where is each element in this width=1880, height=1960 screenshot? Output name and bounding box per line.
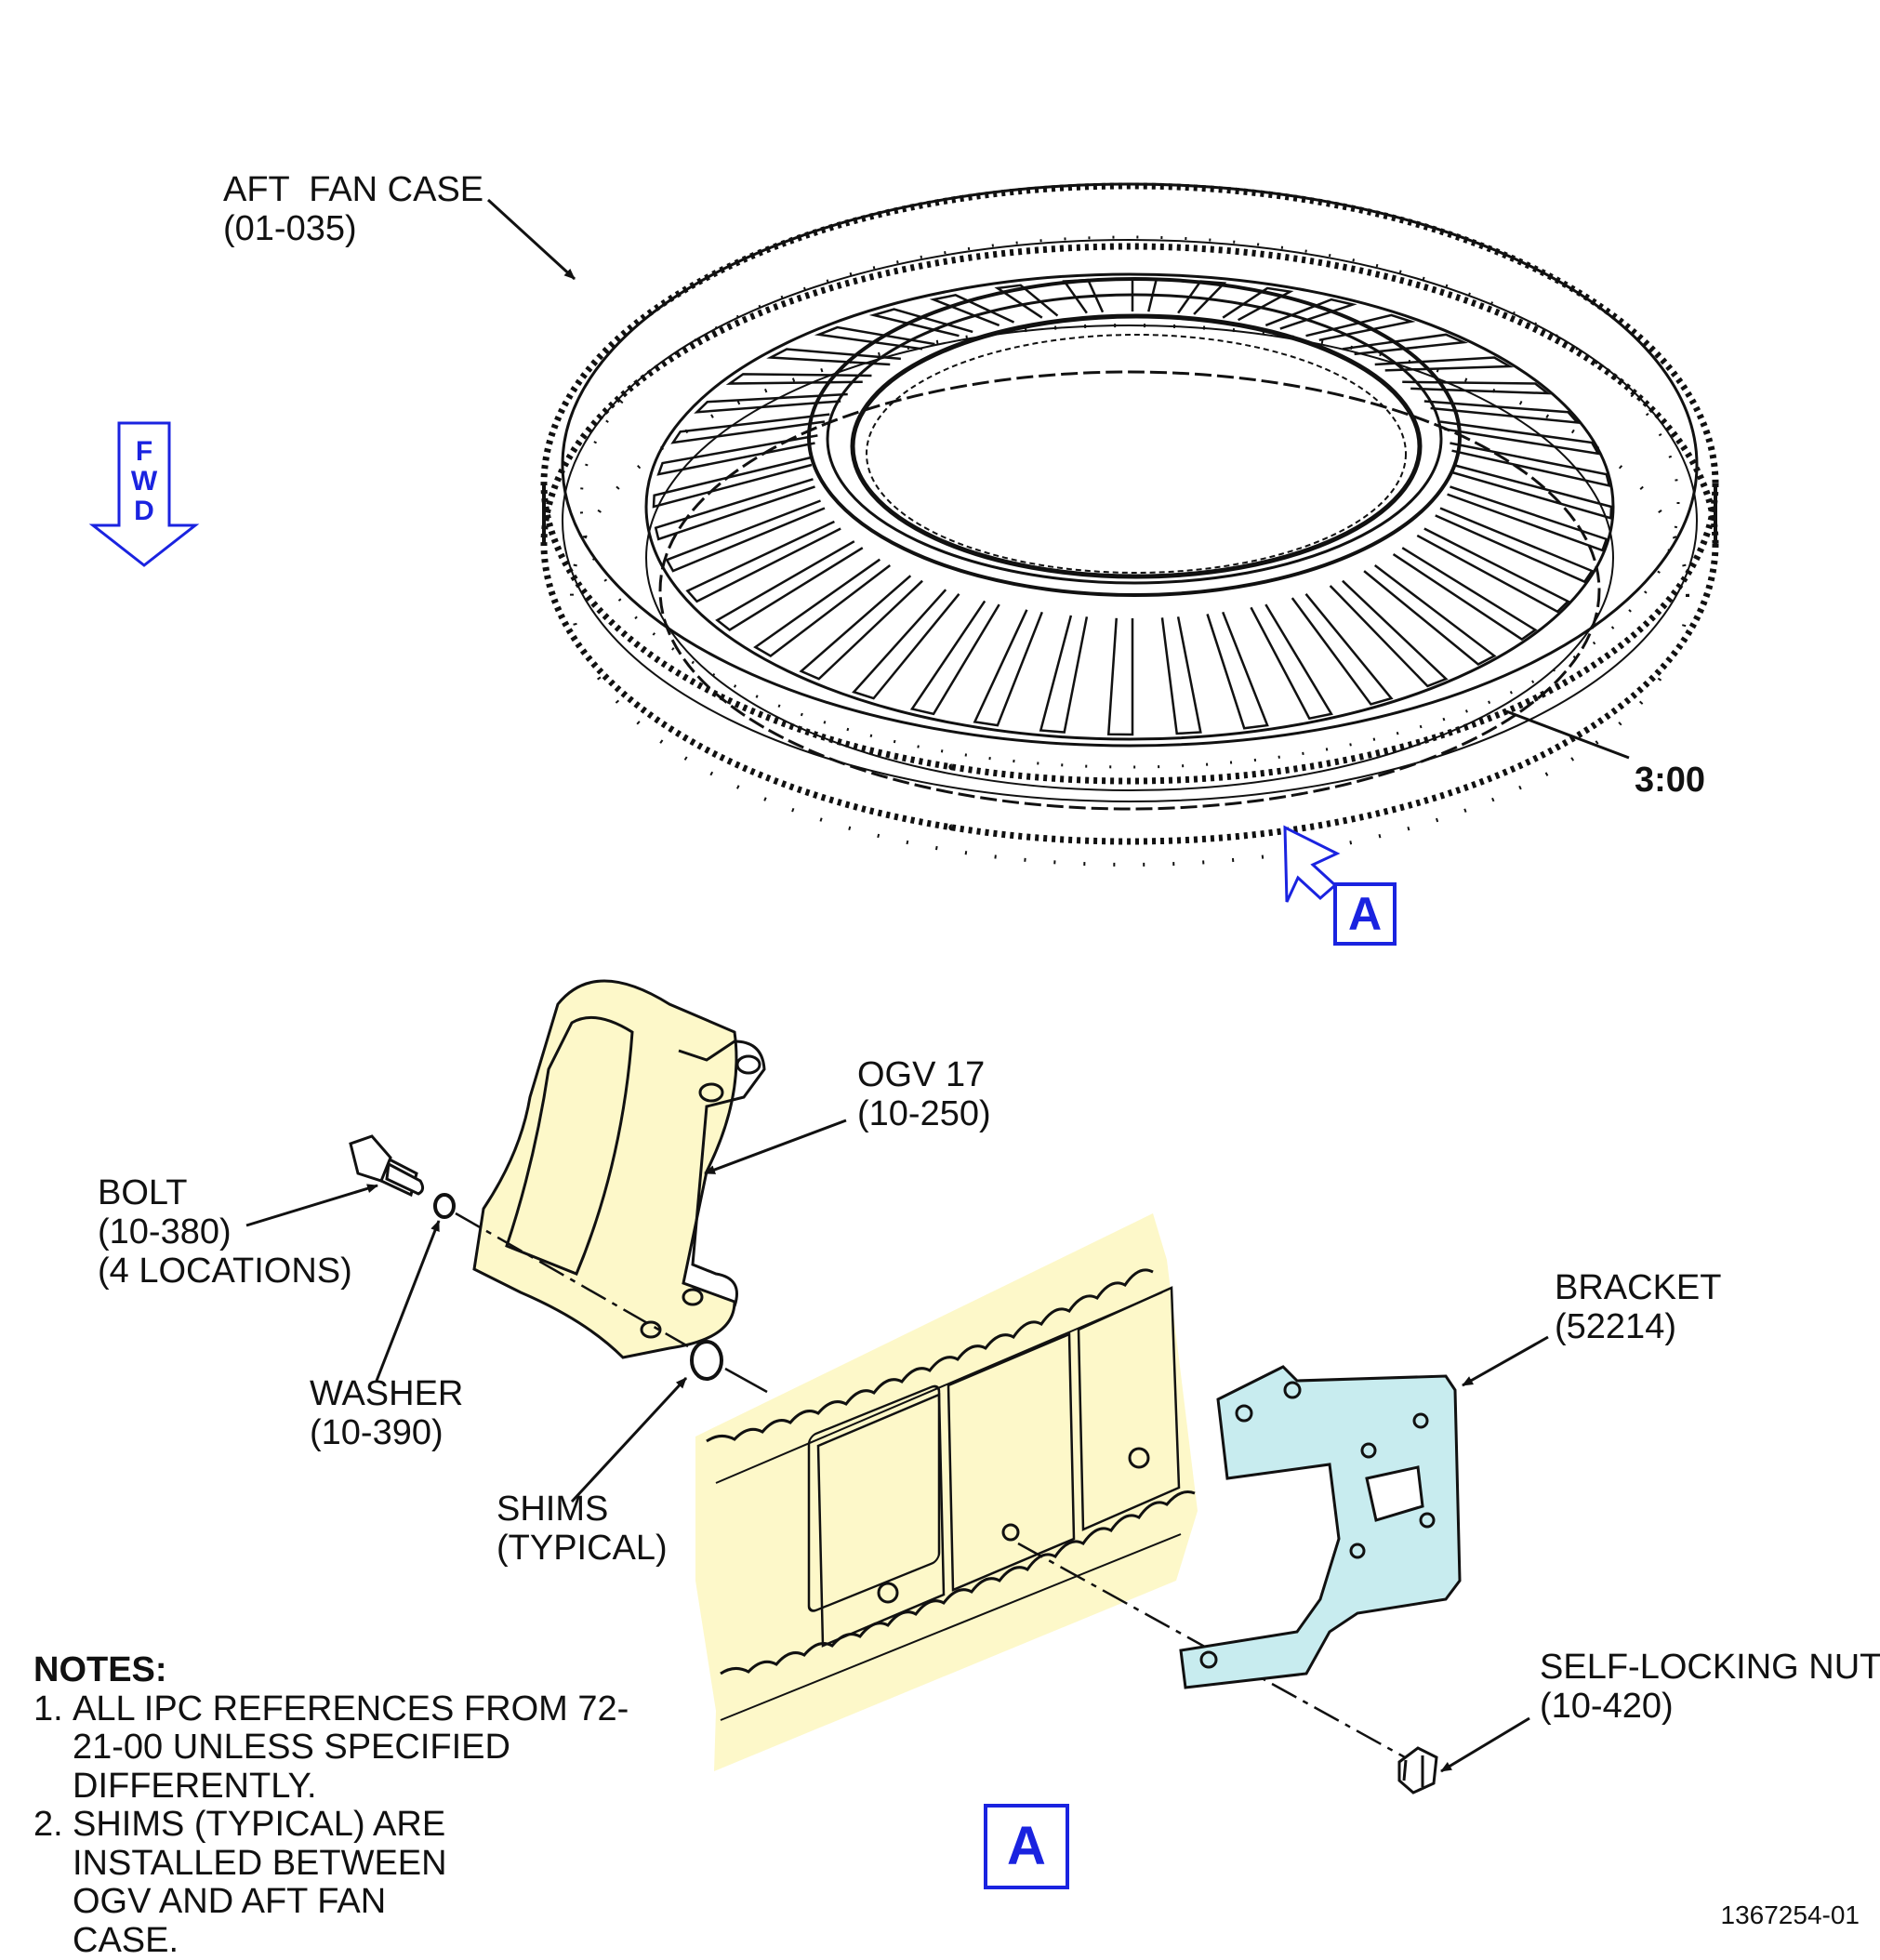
note-text: ALL IPC REFERENCES FROM 72-21-00 UNLESS … <box>73 1689 629 1806</box>
view-a-marker-detail: A <box>984 1804 1069 1889</box>
notes-block: NOTES: 1. ALL IPC REFERENCES FROM 72-21-… <box>33 1650 630 1960</box>
vane-line <box>654 478 815 541</box>
vane-line <box>1160 616 1202 735</box>
washer-name: WASHER <box>310 1374 464 1413</box>
shims-ref: (TYPICAL) <box>496 1529 668 1568</box>
vane-line <box>1416 527 1570 614</box>
vane-line <box>1329 579 1449 688</box>
vane-line <box>929 294 1015 327</box>
vane-line <box>1305 313 1416 342</box>
vane-line <box>1342 333 1469 356</box>
vane-line <box>909 600 1000 716</box>
vane-line <box>1402 380 1552 395</box>
fwd-arrow-icon <box>88 421 200 567</box>
nut-label: SELF-LOCKING NUT (10-420) <box>1540 1648 1880 1726</box>
nut-ref: (10-420) <box>1540 1687 1674 1726</box>
vane-line <box>715 540 864 631</box>
vane-line <box>1392 547 1538 642</box>
vane-line <box>799 575 923 681</box>
fwd-letter-w: W <box>130 466 158 497</box>
vane-line <box>1250 603 1333 721</box>
note-number: 2. <box>33 1805 63 1844</box>
notes-heading: NOTES: <box>33 1650 167 1689</box>
self-locking-nut-illustration <box>1397 1746 1438 1794</box>
vane-line <box>1106 617 1134 736</box>
aft-fan-case-name: AFT FAN CASE <box>223 170 484 209</box>
vane-line <box>670 413 830 444</box>
vane-line <box>1450 442 1611 487</box>
fwd-letter-f: F <box>135 436 153 467</box>
vane-line <box>766 348 901 366</box>
ogv-label: OGV 17 (10-250) <box>857 1055 991 1133</box>
ogv-name: OGV 17 <box>857 1055 986 1094</box>
figure-number: 1367254-01 <box>1720 1900 1860 1929</box>
vane-line <box>665 499 826 573</box>
bracket-label: BRACKET (52214) <box>1555 1268 1721 1346</box>
shims-label: SHIMS (TYPICAL) <box>496 1490 668 1568</box>
ogv-vane-illustration <box>472 979 766 1359</box>
vane-line <box>656 434 818 476</box>
vane-line <box>1291 593 1394 706</box>
fwd-indicator-text: F W D <box>126 437 162 526</box>
vane-line <box>1435 507 1595 584</box>
washer-label: WASHER (10-390) <box>310 1374 463 1452</box>
view-a-marker-top: A <box>1333 882 1397 946</box>
ogv-ref: (10-250) <box>857 1094 991 1133</box>
case-panel-illustration <box>695 1213 1198 1771</box>
bracket-illustration <box>1179 1365 1462 1689</box>
bracket-ref: (52214) <box>1555 1307 1676 1346</box>
vane-line <box>814 325 935 351</box>
vane-line <box>685 520 841 603</box>
washer-illustration <box>433 1193 456 1219</box>
vane-line <box>1264 298 1357 330</box>
bolt-label: BOLT (10-380) (4 LOCATIONS) <box>98 1173 352 1291</box>
vane-line <box>1452 463 1613 520</box>
bolt-name: BOLT <box>98 1173 188 1212</box>
vane-line <box>1447 485 1609 552</box>
note-item: 1. ALL IPC REFERENCES FROM 72-21-00 UNLE… <box>33 1689 630 1807</box>
note-text: SHIMS (TYPICAL) ARE INSTALLED BETWEEN OG… <box>73 1805 447 1960</box>
bolt-qty: (4 LOCATIONS) <box>98 1251 352 1291</box>
vane-line <box>994 284 1059 319</box>
vane-line <box>1222 286 1294 322</box>
vane-line <box>852 589 960 700</box>
note-number: 1. <box>33 1689 63 1728</box>
aft-fan-case-illustration <box>540 182 1719 867</box>
vane-line <box>1177 280 1227 315</box>
shim-illustration <box>690 1340 723 1381</box>
vane-line <box>652 456 813 509</box>
aft-fan-case-label: AFT FAN CASE (01-035) <box>223 170 483 248</box>
bolt-illustration <box>349 1134 425 1198</box>
fwd-letter-d: D <box>134 496 154 526</box>
aft-fan-case-ref: (01-035) <box>223 209 357 248</box>
nut-name: SELF-LOCKING NUT <box>1540 1648 1880 1687</box>
vane-line <box>1374 356 1514 372</box>
vane-line <box>1363 564 1497 666</box>
vane-line <box>973 609 1043 727</box>
bolt-ref: (10-380) <box>98 1212 232 1251</box>
washer-ref: (10-390) <box>310 1413 444 1452</box>
vane-line <box>1131 277 1158 312</box>
shims-name: SHIMS <box>496 1490 609 1529</box>
vane-line <box>1423 400 1581 425</box>
vane-line <box>1039 615 1089 734</box>
bracket-name: BRACKET <box>1555 1268 1722 1307</box>
note-item: 2. SHIMS (TYPICAL) ARE INSTALLED BETWEEN… <box>33 1805 630 1960</box>
view-a-arrow-icon <box>1283 825 1341 903</box>
vane-line <box>725 373 872 385</box>
vane-line <box>753 558 892 657</box>
clock-position-label: 3:00 <box>1635 761 1706 800</box>
vane-line <box>1062 278 1105 314</box>
vane-line <box>1439 420 1601 456</box>
vane-line <box>694 392 848 414</box>
vane-line <box>868 308 973 338</box>
vane-line <box>1206 611 1269 730</box>
